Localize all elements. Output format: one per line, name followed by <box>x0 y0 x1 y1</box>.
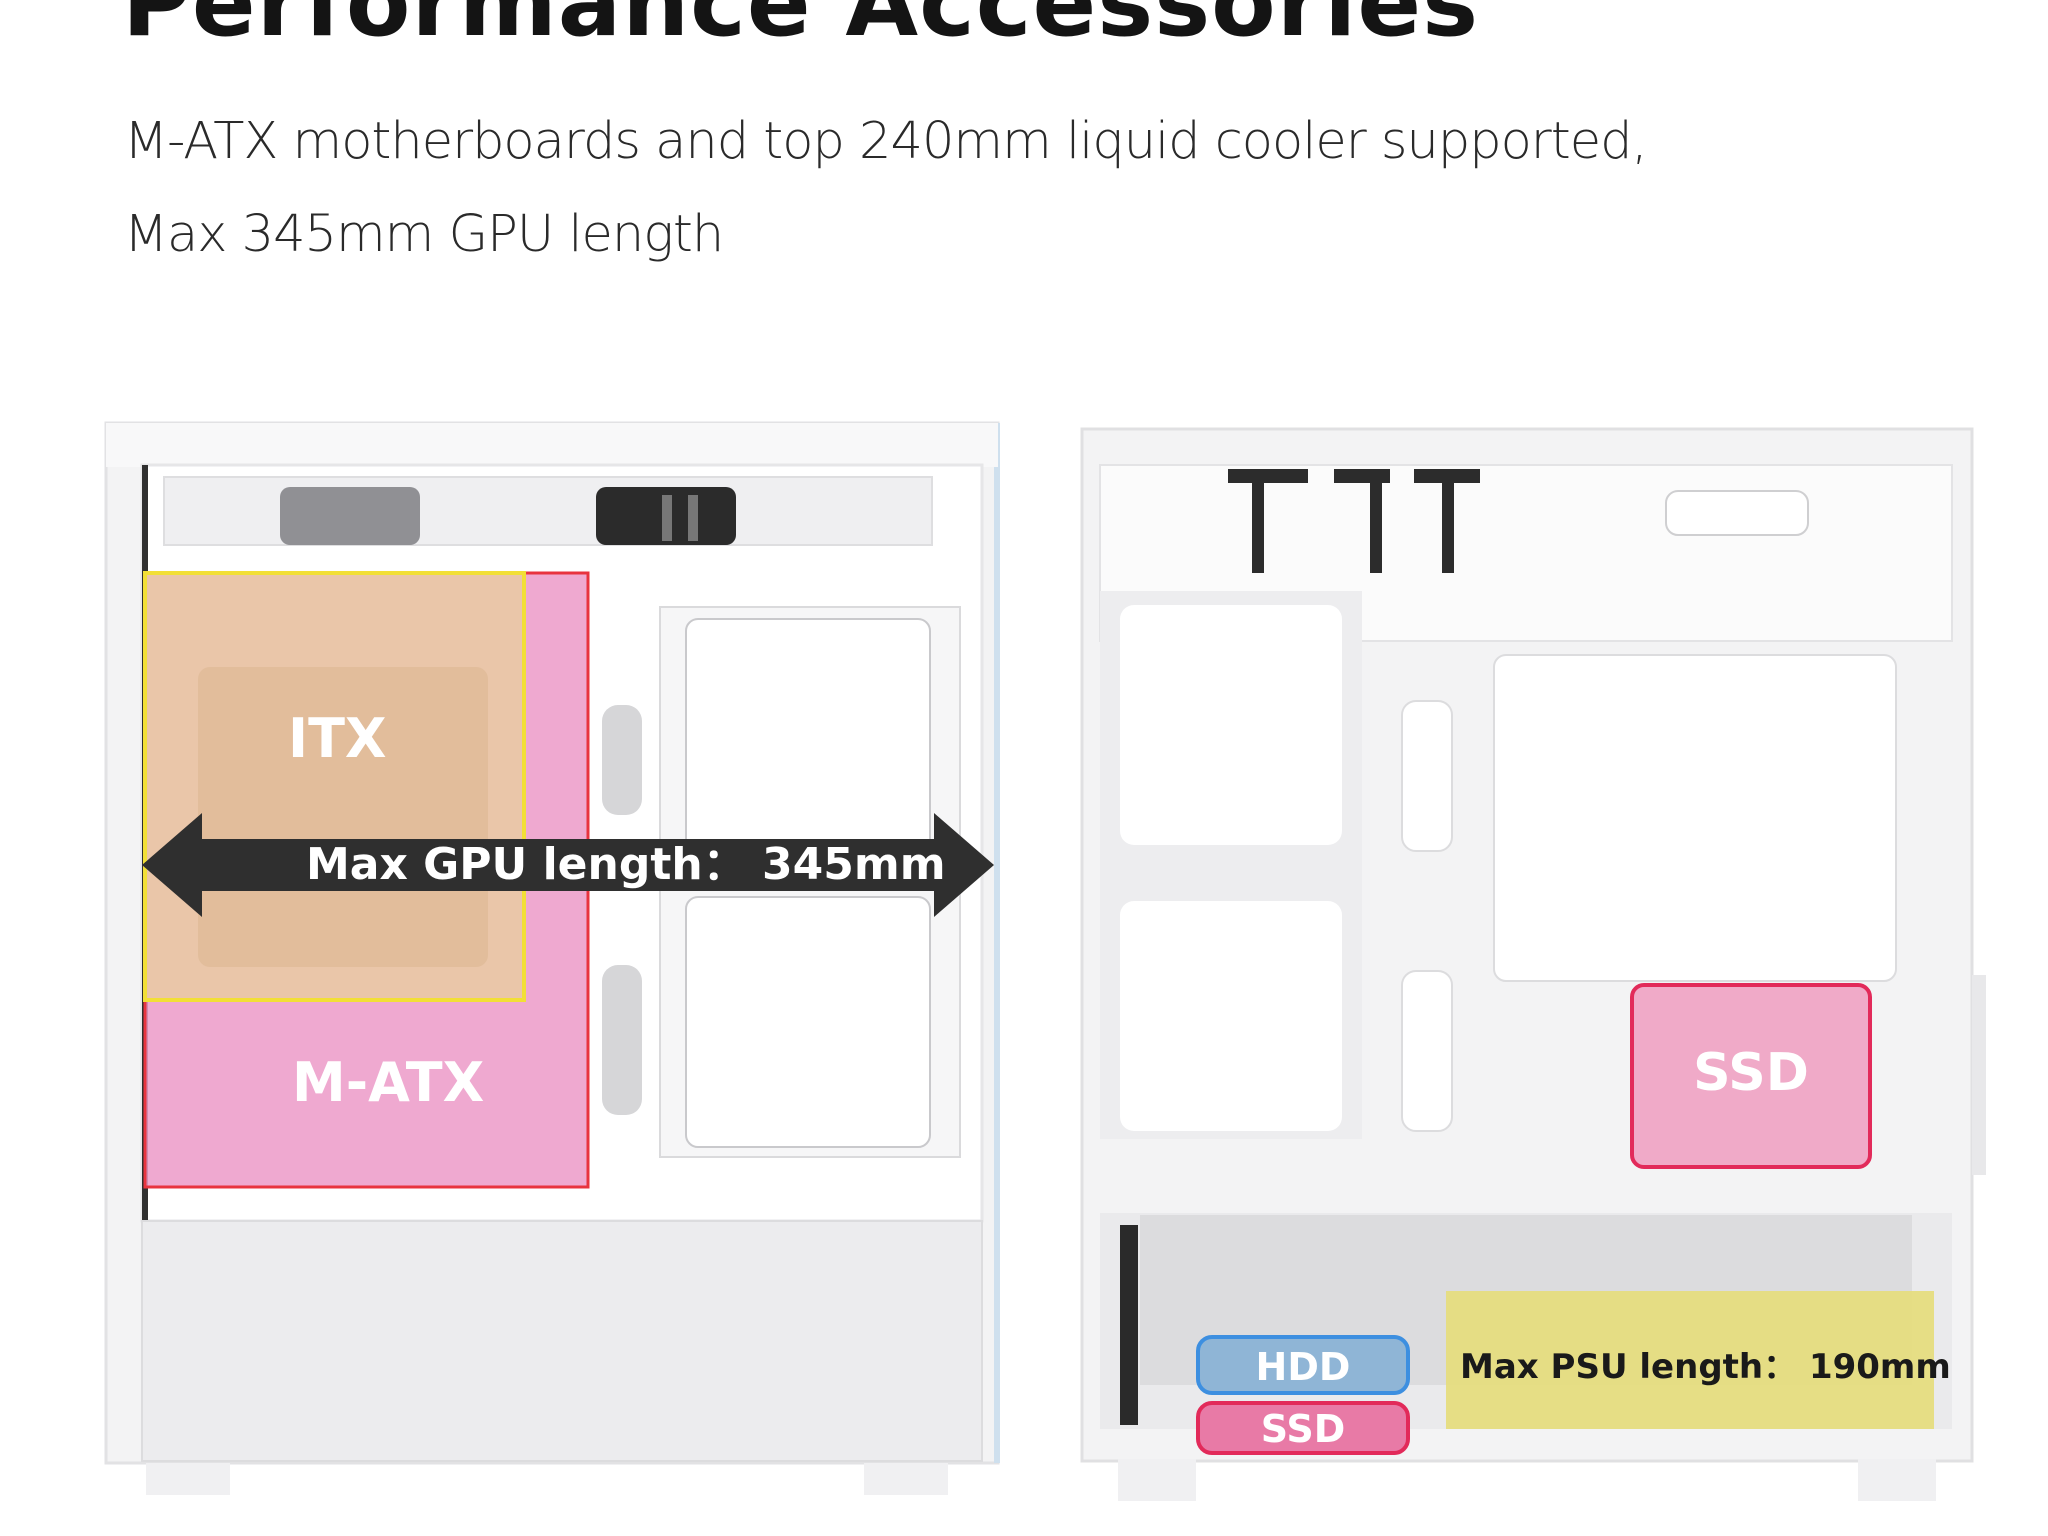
matx-label: M-ATX <box>292 1051 484 1114</box>
case-side-view-right: SSD HDD SSD Max PSU length： 190mm <box>1078 425 1990 1505</box>
psu-length-label: Max PSU length： 190mm <box>1460 1339 1951 1388</box>
ssd-bottom-bay-label: SSD <box>1198 1407 1408 1451</box>
case-left-illustration <box>102 415 1002 1495</box>
subtitle-line-1: M-ATX motherboards and top 240mm liquid … <box>124 111 1647 172</box>
hdd-bay-label: HDD <box>1198 1345 1408 1389</box>
itx-label: ITX <box>288 707 387 770</box>
case-side-view-left: ITX M-ATX Max GPU length： 345mm <box>102 415 1002 1495</box>
ssd-bay-label: SSD <box>1632 1043 1870 1103</box>
subtitle-line-2: Max 345mm GPU length <box>124 204 723 265</box>
page-title: Performance Accessories <box>122 0 1479 61</box>
gpu-length-label: Max GPU length： 345mm <box>306 839 946 891</box>
